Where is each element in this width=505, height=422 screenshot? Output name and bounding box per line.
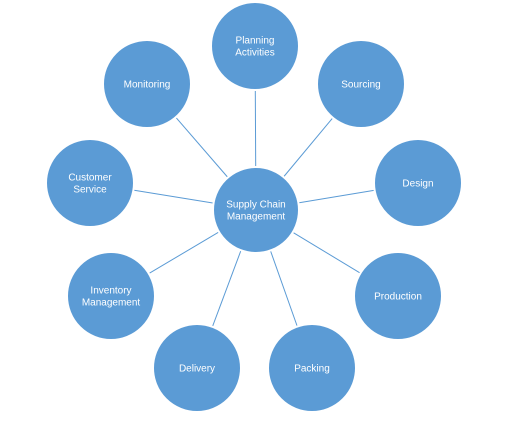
node-packing-label: Packing	[294, 364, 330, 375]
node-planning-activities-circle	[210, 1, 300, 91]
node-delivery-circle	[152, 323, 242, 413]
node-packing-circle	[267, 323, 357, 413]
node-production: Production	[353, 251, 443, 341]
center-node-label-line: Supply Chain	[226, 200, 285, 211]
node-sourcing: Sourcing	[316, 39, 406, 129]
node-monitoring: Monitoring	[102, 39, 192, 129]
node-customer-service-label-line: Customer	[68, 173, 112, 184]
node-design: Design	[373, 138, 463, 228]
node-design-label: Design	[402, 179, 433, 190]
node-delivery: Delivery	[152, 323, 242, 413]
node-packing-label-line: Packing	[294, 364, 330, 375]
center-node-circle	[212, 166, 300, 254]
node-delivery-label-line: Delivery	[179, 364, 215, 375]
node-packing: Packing	[267, 323, 357, 413]
node-planning-activities-label-line: Activities	[235, 48, 274, 59]
node-inventory-management-circle	[66, 251, 156, 341]
connector-packing	[269, 250, 298, 327]
connector-production	[292, 231, 361, 274]
connector-monitoring	[175, 116, 229, 178]
node-inventory-management-label-line: Management	[82, 298, 141, 309]
node-sourcing-circle	[316, 39, 406, 129]
node-design-label-line: Design	[402, 179, 433, 190]
node-inventory-management-label-line: Inventory	[90, 286, 131, 297]
node-production-circle	[353, 251, 443, 341]
node-production-label: Production	[374, 292, 422, 303]
node-monitoring-circle	[102, 39, 192, 129]
node-planning-activities-label-line: Planning	[236, 36, 275, 47]
connector-delivery	[211, 250, 242, 327]
node-sourcing-label-line: Sourcing	[341, 80, 380, 91]
node-customer-service-circle	[45, 138, 135, 228]
connector-sourcing	[283, 117, 334, 178]
node-monitoring-label-line: Monitoring	[124, 80, 171, 91]
node-customer-service-label-line: Service	[73, 185, 107, 196]
node-production-label-line: Production	[374, 292, 422, 303]
node-delivery-label: Delivery	[179, 364, 215, 375]
node-monitoring-label: Monitoring	[124, 80, 171, 91]
node-design-circle	[373, 138, 463, 228]
center-node-label-line: Management	[227, 212, 286, 223]
connector-design	[298, 189, 375, 204]
node-sourcing-label: Sourcing	[341, 80, 380, 91]
connector-customer-service	[133, 189, 214, 204]
connectors	[133, 89, 375, 327]
connector-inventory-management	[148, 231, 220, 275]
